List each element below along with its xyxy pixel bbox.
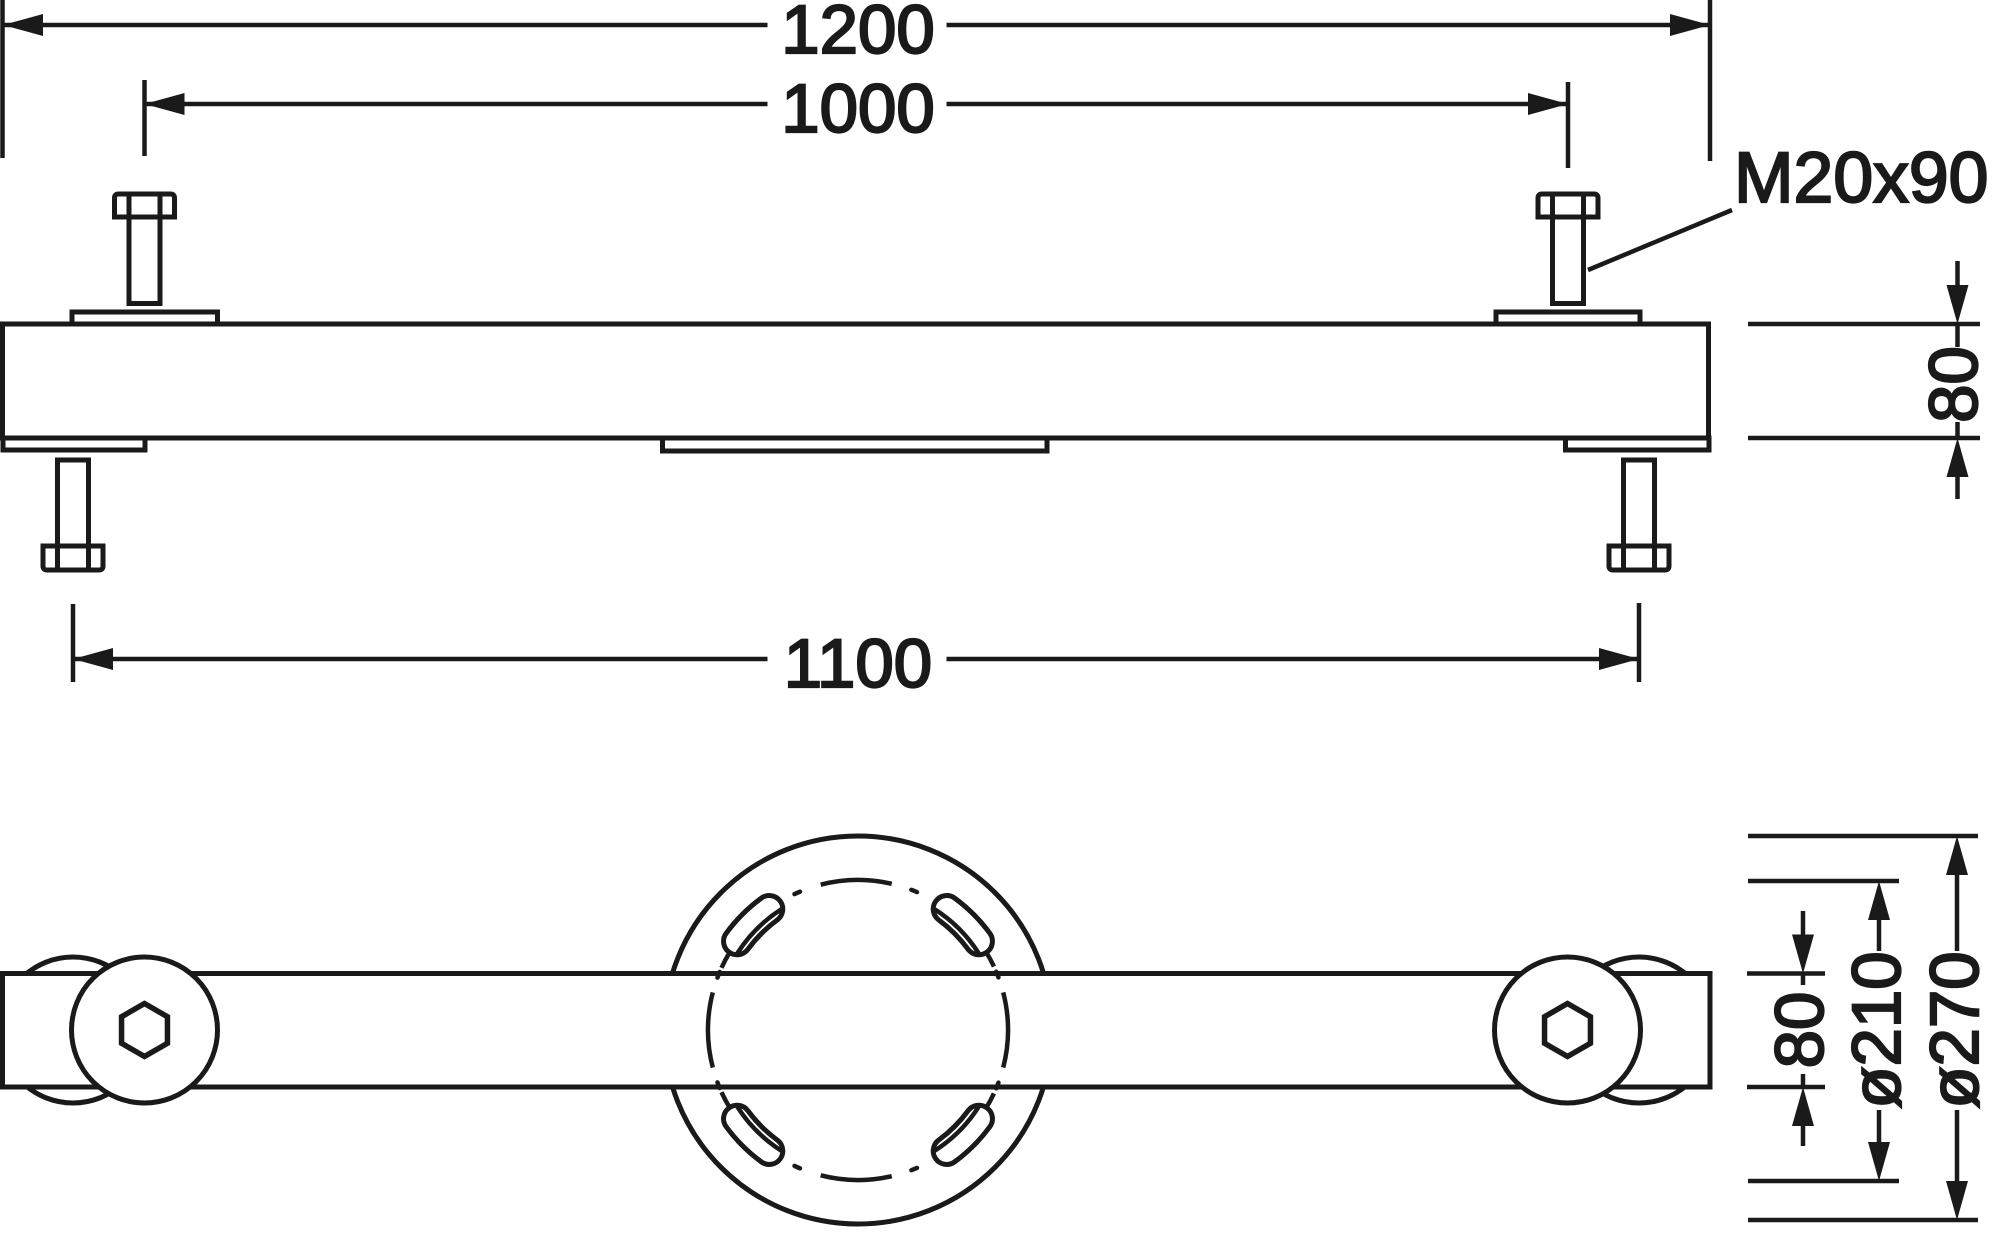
svg-text:M20x90: M20x90 [1734,138,1988,218]
svg-text:1000: 1000 [781,70,935,147]
svg-text:80: 80 [1761,992,1838,1069]
svg-text:ø210: ø210 [1838,951,1915,1108]
svg-text:1100: 1100 [784,625,932,702]
svg-text:80: 80 [1915,346,1992,423]
svg-text:ø270: ø270 [1916,951,1993,1108]
svg-text:1200: 1200 [781,0,935,68]
